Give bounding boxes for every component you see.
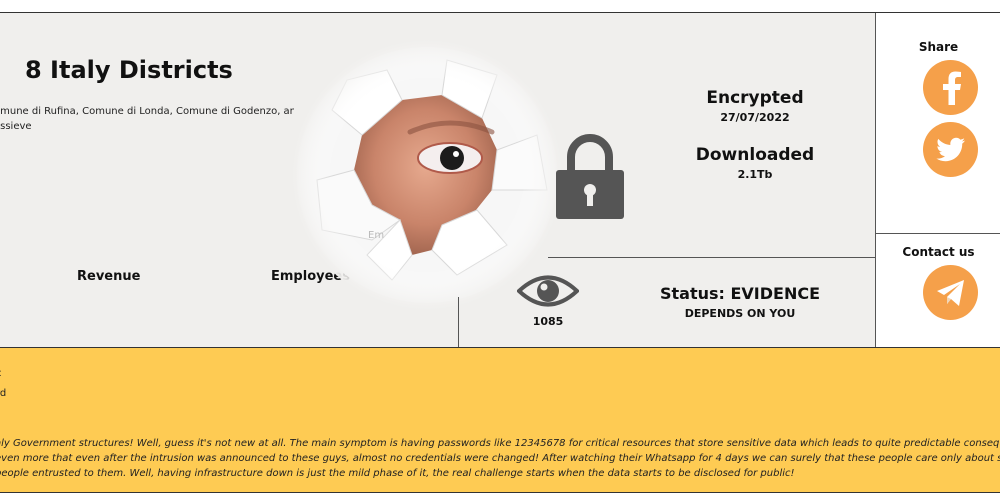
telegram-icon <box>936 279 964 306</box>
facebook-icon <box>942 71 961 105</box>
divider <box>458 297 459 347</box>
encrypted-date: 27/07/2022 <box>720 111 790 124</box>
employees-label: Employees <box>271 269 350 284</box>
divider <box>875 233 1000 234</box>
lock-icon <box>556 134 624 219</box>
revenue-label: Revenue <box>77 269 141 284</box>
views-count: 1085 <box>532 315 564 328</box>
twitter-share-button[interactable] <box>923 122 978 177</box>
details-text-line: aly Government structures! Well, guess i… <box>0 438 1000 449</box>
image-hint-text: Em <box>368 230 385 241</box>
facebook-share-button[interactable] <box>923 60 978 115</box>
downloaded-label: Downloaded <box>695 145 815 165</box>
share-sidebar: Share Contact us <box>875 13 1000 347</box>
status-sub: DEPENDS ON YOU <box>684 307 796 320</box>
twitter-icon <box>935 137 965 161</box>
top-rule <box>0 12 1000 13</box>
details-panel: c rd aly Government structures! Well, gu… <box>0 348 1000 492</box>
bottom-rule <box>0 347 1000 348</box>
victim-description: omune di Rufina, Comune di Londa, Comune… <box>0 104 294 134</box>
telegram-contact-button[interactable] <box>923 265 978 320</box>
page-title: 8 Italy Districts <box>25 56 233 84</box>
downloaded-info: Downloaded 2.1Tb <box>640 145 870 181</box>
details-label: c <box>0 368 2 379</box>
description-line: assieve <box>0 121 32 132</box>
contact-title: Contact us <box>902 245 975 259</box>
status-info: Status: EVIDENCE DEPENDS ON YOU <box>610 284 870 320</box>
details-text: aly Government structures! Well, guess i… <box>0 436 1000 481</box>
peeking-eye-image <box>292 40 562 310</box>
details-text-line: even more that even after the intrusion … <box>0 453 1000 464</box>
details-text-line: people entrusted to them. Well, having i… <box>0 468 795 479</box>
downloaded-size: 2.1Tb <box>737 168 773 181</box>
description-line: omune di Rufina, Comune di Londa, Comune… <box>0 106 294 117</box>
divider <box>548 257 875 258</box>
details-label: rd <box>0 388 7 399</box>
share-title: Share <box>918 40 959 54</box>
encrypted-label: Encrypted <box>706 88 804 108</box>
bottom-rule <box>0 492 1000 493</box>
status-label: Status: EVIDENCE <box>659 284 821 303</box>
encrypted-info: Encrypted 27/07/2022 <box>640 88 870 124</box>
eye-icon <box>517 275 579 307</box>
